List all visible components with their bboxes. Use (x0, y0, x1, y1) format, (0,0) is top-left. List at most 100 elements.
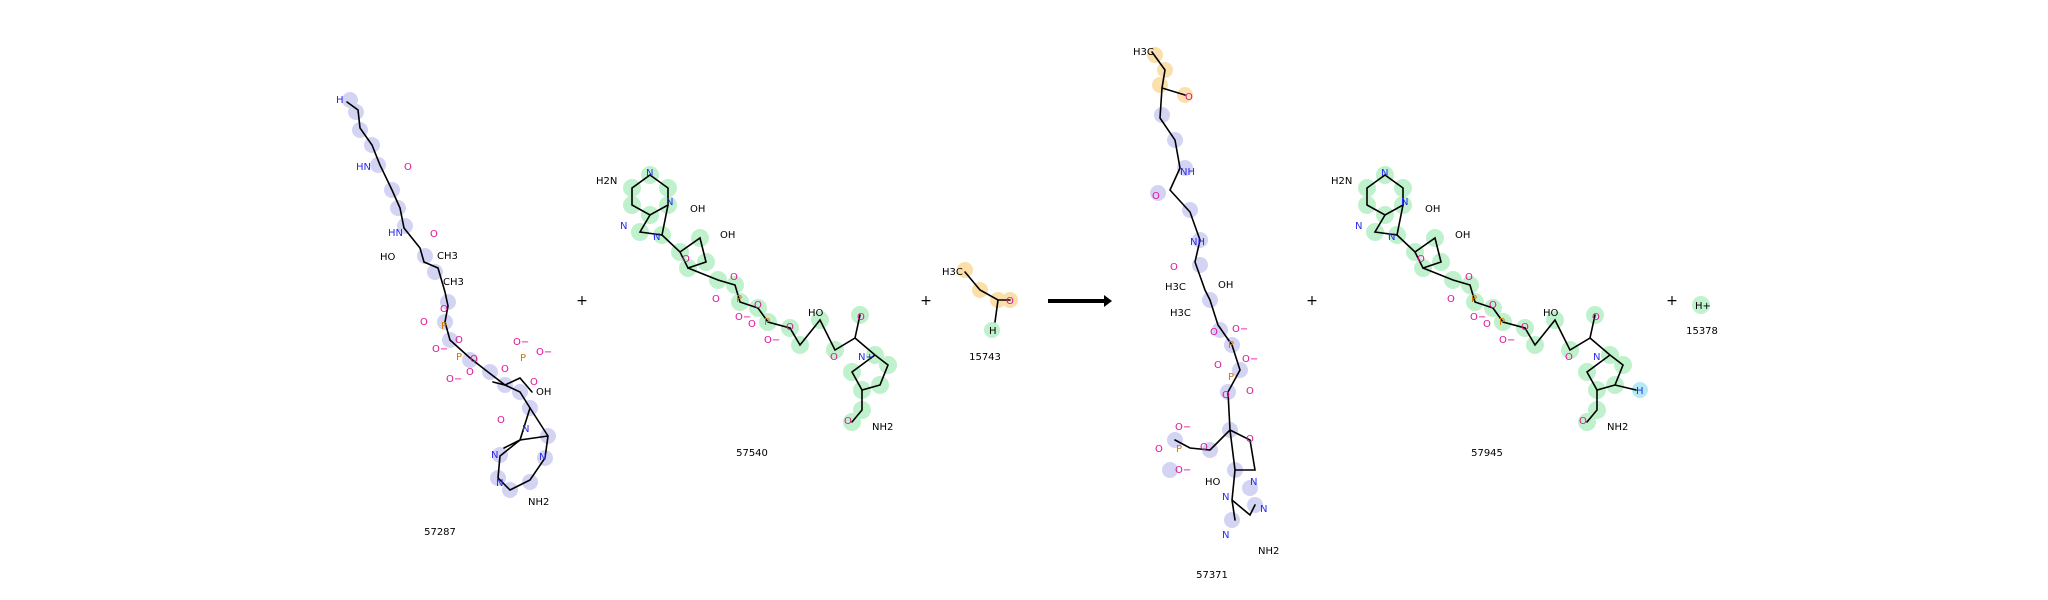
atom-label: O− (1242, 354, 1258, 365)
atoms-57371: H3C O NH O NH O H3C OH H3C O O− P O− O P… (1133, 47, 1279, 557)
atom-label: H2N (596, 176, 617, 187)
atom-label: O (1592, 312, 1600, 323)
atom-label: HO (808, 308, 824, 319)
atom-label: N (1222, 530, 1229, 541)
atom-label: O (1200, 442, 1208, 453)
atom-label: N (646, 168, 653, 179)
atom-label: N (1355, 221, 1362, 232)
atom-label: N (1222, 492, 1229, 503)
atom-label: H (1636, 386, 1644, 397)
atom-label: NH2 (1258, 546, 1279, 557)
atom-label: O (455, 335, 463, 346)
molecule-57945: H2N N N N N OH OH O O O P O O− O P O O− … (1331, 166, 1648, 459)
atom-label: O (1521, 322, 1529, 333)
atom-label: O (470, 354, 478, 365)
atom-label: O− (1175, 422, 1191, 433)
atom-label: NH (1180, 167, 1195, 178)
atom-label: O (1210, 327, 1218, 338)
atom-label: O (844, 416, 852, 427)
plus-sign: + (1306, 293, 1318, 309)
atom-label: HO (1543, 308, 1559, 319)
atom-label: H+ (1695, 301, 1711, 312)
atom-label: HN (388, 228, 403, 239)
atoms-57287: H HN O HN O HO CH3 CH3 O O P O O− P O O−… (336, 95, 552, 508)
atom-label: N (620, 221, 627, 232)
atom-label: O− (1175, 465, 1191, 476)
atom-label: OH (690, 204, 705, 215)
atom-label: O (440, 304, 448, 315)
atom-label: OH (720, 230, 735, 241)
atom-label: O (857, 312, 865, 323)
atom-label: O− (735, 312, 751, 323)
atom-label: P (1228, 340, 1234, 351)
atom-label: P (456, 352, 462, 363)
atom-label: O (754, 300, 762, 311)
atom-label: O (1417, 254, 1425, 265)
plus-sign: + (576, 293, 588, 309)
atom-label: NH2 (1607, 422, 1628, 433)
atom-label: NH2 (528, 497, 549, 508)
atoms-15743: H3C O H (942, 267, 1014, 337)
atom-label: O (1170, 262, 1178, 273)
atom-label: O− (1232, 324, 1248, 335)
atom-label: O (730, 272, 738, 283)
atom-label: O− (536, 347, 552, 358)
atom-label: P (441, 321, 447, 332)
atom-label: O (1483, 319, 1491, 330)
atom-label: O (420, 317, 428, 328)
atom-label: HN (356, 162, 371, 173)
bonds-57540 (631, 174, 889, 423)
reaction-arrow (1048, 295, 1112, 307)
plus-sign: + (1666, 293, 1678, 309)
atom-label: N (539, 452, 546, 463)
atom-label: O− (1470, 312, 1486, 323)
bonds-57287 (346, 101, 549, 491)
atom-label: N (666, 197, 673, 208)
atom-label: N (496, 478, 503, 489)
compound-id: 57945 (1471, 448, 1503, 459)
atom-label: OH (1455, 230, 1470, 241)
atom-label: O (1579, 416, 1587, 427)
atom-label: O (530, 377, 538, 388)
atoms-57945: H2N N N N N OH OH O O O P O O− O P O O− … (1331, 168, 1644, 433)
atom-label: O (430, 229, 438, 240)
atom-label: O− (764, 335, 780, 346)
atom-label: O− (513, 337, 529, 348)
atom-label: O (1447, 294, 1455, 305)
atom-label: NH (1190, 237, 1205, 248)
atom-label: N (1401, 197, 1408, 208)
atom-label: P (736, 294, 742, 305)
atom-label: O (1152, 191, 1160, 202)
atom-label: H3C (942, 267, 963, 278)
bonds-57945 (1366, 174, 1637, 423)
compound-id: 57371 (1196, 570, 1228, 581)
atom-label: O (748, 319, 756, 330)
atom-label: O (1489, 300, 1497, 311)
atom-label: O (1155, 444, 1163, 455)
highlight-15378 (1692, 296, 1710, 314)
atom-label: O (404, 162, 412, 173)
molecule-15743: H3C O H 15743 (942, 262, 1018, 363)
atom-label: P (1176, 444, 1182, 455)
atom-label: HO (380, 252, 396, 263)
atom-label: N (1260, 504, 1267, 515)
compound-id: 57540 (736, 448, 768, 459)
atom-label: O (1246, 434, 1254, 445)
atom-label: HO (1205, 477, 1221, 488)
atom-label: O (1222, 390, 1230, 401)
atom-label: P (1228, 372, 1234, 383)
atom-label: P (764, 317, 770, 328)
atom-label: O− (1499, 335, 1515, 346)
atoms-57540: H2N N N N N OH OH O O O P O O− O P O O− … (596, 168, 893, 433)
atom-label: O (1565, 352, 1573, 363)
compound-id: 15743 (969, 352, 1001, 363)
atom-label: OH (1218, 280, 1233, 291)
molecule-57371: H3C O NH O NH O H3C OH H3C O O− P O− O P… (1133, 47, 1279, 581)
atom-label: N (491, 450, 498, 461)
atom-label: O− (446, 374, 462, 385)
atom-label: N (1381, 168, 1388, 179)
atom-label: O (1006, 296, 1014, 307)
atom-label: H (336, 95, 344, 106)
atom-label: O (466, 367, 474, 378)
bonds-57371 (1151, 51, 1256, 521)
